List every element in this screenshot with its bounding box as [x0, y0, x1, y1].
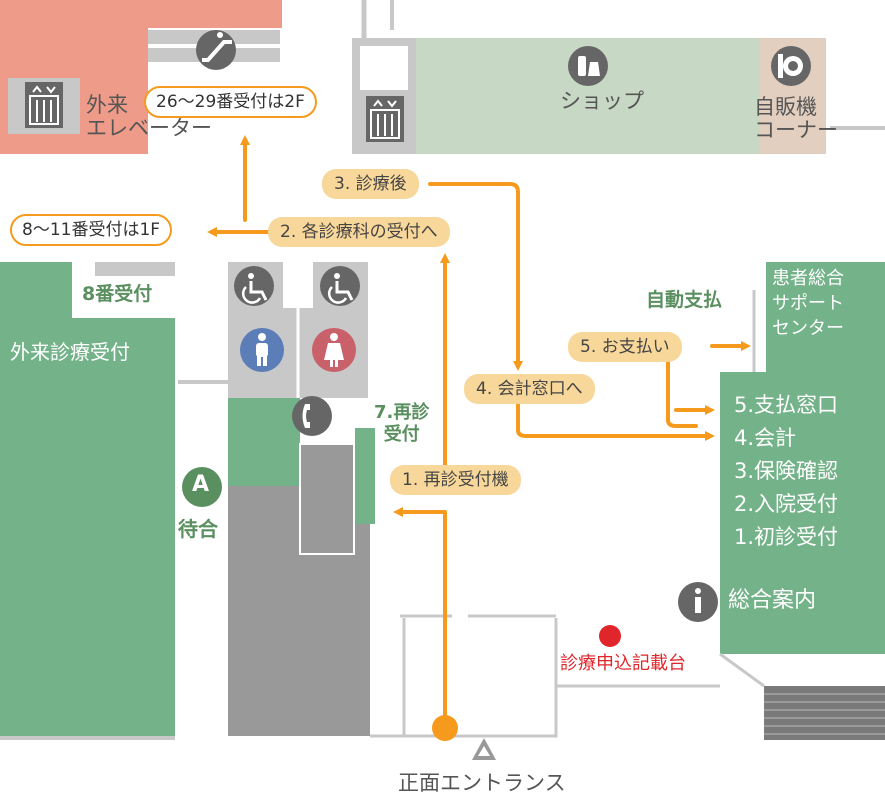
- patient-support-center: [766, 262, 885, 342]
- form-table-marker: [599, 625, 621, 647]
- shop-icon: [568, 46, 608, 86]
- counter-item: 1.初診受付: [734, 525, 839, 549]
- reexam-reception-label: 7.再診 受付: [374, 402, 430, 445]
- route-after-exam: [428, 182, 523, 371]
- step-3-after-exam: 3. 診療後: [322, 169, 419, 199]
- route-entrance-to-machine: [393, 507, 447, 730]
- counter-item: 3.保険確認: [734, 459, 839, 483]
- reexam-counter: [355, 428, 375, 524]
- start-point: [432, 715, 458, 741]
- wheelchair-icon-left: [234, 266, 274, 306]
- mens-toilet-icon: [240, 328, 284, 372]
- route-to-pay-window: [666, 344, 698, 428]
- reception-8-label: 8番受付: [82, 283, 153, 305]
- counter-area: [720, 372, 885, 654]
- patient-support-label: 患者総合 サポート センター: [772, 268, 844, 339]
- step-1-reexam-machine: 1. 再診受付機: [390, 465, 521, 495]
- shop-label: ショップ: [560, 89, 644, 113]
- wheelchair-icon-right: [320, 266, 360, 306]
- womens-toilet-icon: [312, 328, 356, 372]
- elevator-icon: [25, 82, 63, 128]
- floor-note-2f: 26〜29番受付は2F: [144, 86, 317, 118]
- step-5-payment: 5. お支払い: [568, 332, 682, 362]
- entrance-label: 正面エントランス: [398, 771, 566, 795]
- salmon-area: [0, 0, 282, 28]
- outpatient-reception-area: [0, 262, 175, 736]
- green-room: [228, 398, 300, 486]
- route-to-counter: [516, 400, 715, 441]
- counter-item: 2.入院受付: [734, 492, 839, 516]
- vending-machine-icon: [771, 46, 811, 86]
- waiting-label: 待合: [178, 517, 218, 541]
- escalator-icon: [196, 30, 236, 70]
- outpatient-reception-label: 外来診療受付: [10, 340, 130, 364]
- step-2-dept-reception: 2. 各診療科の受付へ: [268, 217, 450, 247]
- waiting-letter: A: [192, 472, 210, 497]
- counter-list: 5.支払窓口 4.会計 3.保険確認 2.入院受付 1.初診受付: [734, 389, 838, 554]
- info-desk-label: 総合案内: [728, 588, 817, 613]
- auto-payment-label: 自動支払: [646, 289, 723, 311]
- step-4-cashier: 4. 会計窓口へ: [464, 374, 595, 404]
- outpatient-elevator-label: 外来 エレベーター: [86, 93, 212, 141]
- counter-item: 4.会計: [734, 426, 797, 450]
- floor-note-1f: 8〜11番受付は1F: [10, 214, 173, 246]
- waiting-area-marker: [182, 467, 222, 507]
- phone-icon: [292, 396, 332, 436]
- form-table-label: 診療申込記載台: [560, 653, 686, 674]
- counter-item: 5.支払窓口: [734, 393, 839, 417]
- vending-label: 自販機 コーナー: [754, 95, 838, 143]
- info-icon: [678, 582, 718, 622]
- elevator-icon-shop: [366, 96, 404, 142]
